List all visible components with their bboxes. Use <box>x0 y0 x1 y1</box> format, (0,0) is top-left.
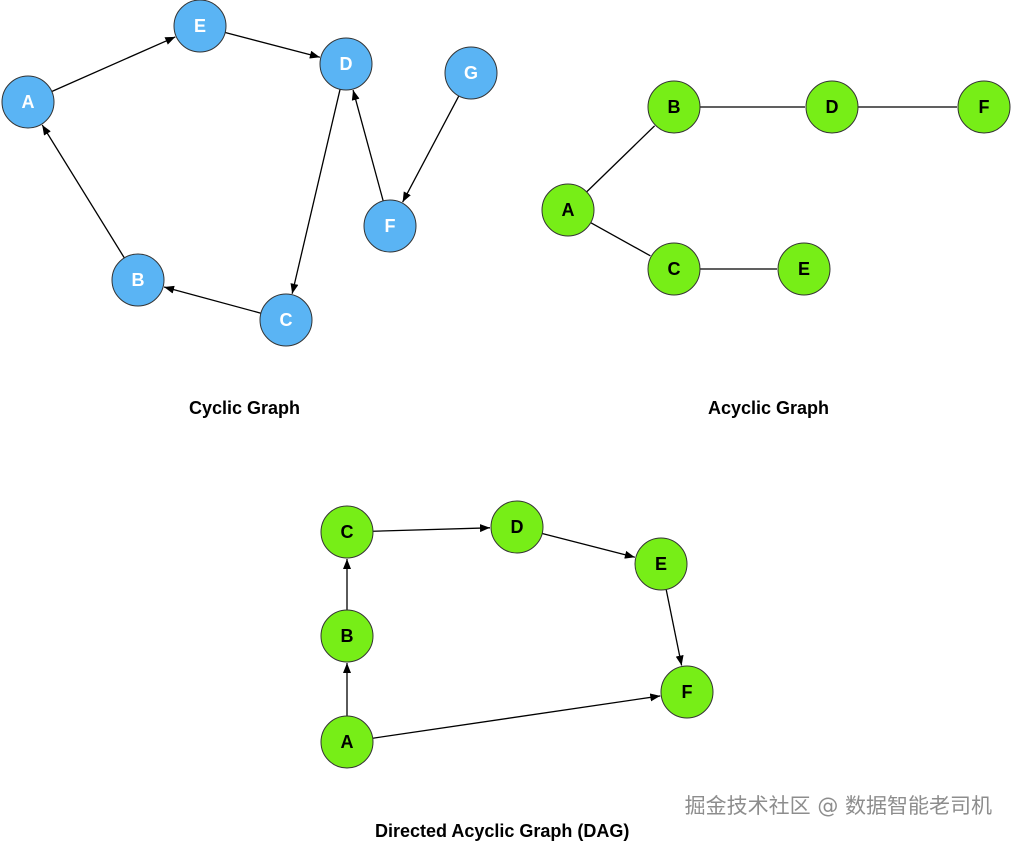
dag-node-circle-C <box>320 505 374 559</box>
acyclic-node-label-E: E <box>798 259 810 279</box>
acyclic-edge-A-B <box>586 125 656 193</box>
cyclic-node-circle-C <box>259 293 313 347</box>
cyclic-node-circle-E <box>173 0 227 53</box>
cyclic-edge-D-C <box>290 89 341 294</box>
cyclic-node-E: E <box>173 0 227 53</box>
cyclic-node-label-B: B <box>132 270 145 290</box>
dag-edge-C-D <box>372 524 491 533</box>
watermark-text: 掘金技术社区 @ 数据智能老司机 <box>684 794 992 818</box>
acyclic-node-D: D <box>805 80 859 134</box>
dag-edge-E-F <box>665 589 684 666</box>
cyclic-edge-G-F <box>402 95 460 203</box>
cyclic-node-label-F: F <box>385 216 396 236</box>
dag-node-label-E: E <box>655 554 667 574</box>
dag-node-A: A <box>320 715 374 769</box>
dag-node-circle-F <box>660 665 714 719</box>
cyclic-node-label-G: G <box>464 63 478 83</box>
cyclic-node-label-D: D <box>340 54 353 74</box>
cyclic-node-label-C: C <box>280 310 293 330</box>
cyclic-graph-caption: Cyclic Graph <box>189 398 301 418</box>
cyclic-node-B: B <box>111 253 165 307</box>
dag-node-F: F <box>660 665 714 719</box>
dag-edge-A-F <box>372 693 661 739</box>
cyclic-node-circle-G <box>444 46 498 100</box>
dag-edge-D-E <box>542 532 636 559</box>
cyclic-node-F: F <box>363 199 417 253</box>
cyclic-edge-A-E <box>51 36 176 93</box>
acyclic-node-circle-B <box>647 80 701 134</box>
dag-node-circle-D <box>490 500 544 554</box>
acyclic-node-label-F: F <box>979 97 990 117</box>
acyclic-node-label-D: D <box>826 97 839 117</box>
acyclic-node-circle-A <box>541 183 595 237</box>
cyclic-node-D: D <box>319 37 373 91</box>
cyclic-edge-C-B <box>163 285 262 314</box>
dag-node-circle-A <box>320 715 374 769</box>
dag-node-label-D: D <box>511 517 524 537</box>
cyclic-node-C: C <box>259 293 313 347</box>
acyclic-node-A: A <box>541 183 595 237</box>
acyclic-node-E: E <box>777 242 831 296</box>
dag-caption: Directed Acyclic Graph (DAG) <box>375 821 630 841</box>
nodes-layer: A E D G F B C A B C D E F A B C D E F <box>1 0 1011 769</box>
acyclic-node-circle-D <box>805 80 859 134</box>
cyclic-node-label-E: E <box>194 16 206 36</box>
acyclic-node-C: C <box>647 242 701 296</box>
cyclic-node-label-A: A <box>22 92 35 112</box>
acyclic-node-B: B <box>647 80 701 134</box>
cyclic-node-A: A <box>1 75 55 129</box>
dag-node-circle-B <box>320 609 374 663</box>
acyclic-node-circle-C <box>647 242 701 296</box>
acyclic-graph-caption: Acyclic Graph <box>708 398 830 418</box>
dag-node-B: B <box>320 609 374 663</box>
acyclic-node-circle-F <box>957 80 1011 134</box>
dag-node-label-B: B <box>341 626 354 646</box>
cyclic-node-circle-D <box>319 37 373 91</box>
cyclic-node-circle-B <box>111 253 165 307</box>
cyclic-edge-E-D <box>224 31 321 59</box>
dag-node-D: D <box>490 500 544 554</box>
cyclic-node-G: G <box>444 46 498 100</box>
acyclic-node-label-A: A <box>562 200 575 220</box>
cyclic-edge-B-A <box>41 124 125 259</box>
acyclic-node-label-B: B <box>668 97 681 117</box>
cyclic-node-circle-A <box>1 75 55 129</box>
cyclic-node-circle-F <box>363 199 417 253</box>
dag-node-C: C <box>320 505 374 559</box>
edges-layer <box>41 31 957 739</box>
dag-node-label-F: F <box>682 682 693 702</box>
dag-node-circle-E <box>634 537 688 591</box>
dag-node-label-A: A <box>341 732 354 752</box>
acyclic-node-circle-E <box>777 242 831 296</box>
acyclic-node-F: F <box>957 80 1011 134</box>
acyclic-edge-A-C <box>590 222 651 257</box>
acyclic-node-label-C: C <box>668 259 681 279</box>
dag-node-E: E <box>634 537 688 591</box>
dag-node-label-C: C <box>341 522 354 542</box>
cyclic-edge-F-D <box>351 89 384 202</box>
